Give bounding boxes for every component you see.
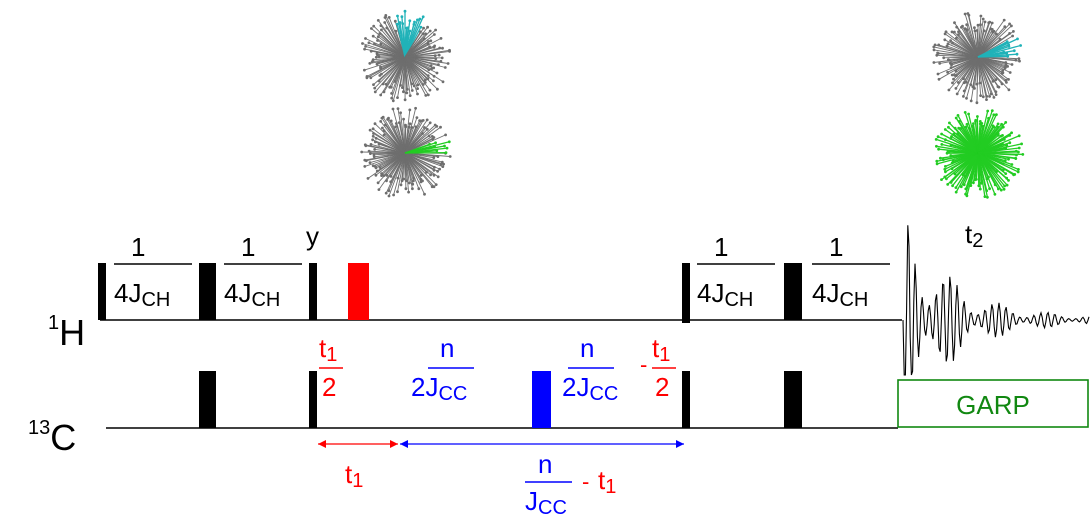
delay-label-3: 1 4JCH [697,232,775,311]
garp-label: GARP [956,390,1030,420]
c-pulse-90-2 [682,371,690,428]
h-pulse-180-1 [199,263,216,320]
vector-fan-cyan-icon [932,12,1022,105]
c-pulse-180-blue [532,371,551,428]
svg-text:1: 1 [829,232,843,262]
svg-text:4JCH: 4JCH [114,278,170,311]
t2-label: t2 [965,219,983,252]
svg-text:4JCH: 4JCH [812,278,868,311]
svg-text:1: 1 [241,232,255,262]
phase-y-label: y [306,221,319,251]
svg-text:4JCH: 4JCH [697,278,753,311]
c-pulse-180-2 [784,371,802,428]
long-delay-arrow [400,440,684,448]
h-pulse-180-2 [784,263,802,320]
delay-label-2: 1 4JCH [224,232,302,311]
svg-text:n: n [440,333,454,363]
garp-decoupling-box [897,379,1089,428]
svg-text:-: - [640,352,647,377]
svg-text:n: n [538,449,552,479]
delay-label-1: 1 4JCH [114,232,192,311]
h-pulse-90-2 [682,263,690,323]
svg-text:t1: t1 [652,333,670,366]
svg-text:2JCC: 2JCC [411,372,467,405]
svg-text:1: 1 [714,232,728,262]
n-over-2jcc-minus-t1-half-label: n 2JCC - t1 2 [562,333,676,405]
c-pulse-180-1 [199,371,216,428]
h-pulse-90-1 [98,263,106,320]
delay-label-4: 1 4JCH [812,232,890,311]
svg-text:t1: t1 [319,333,337,366]
vector-fan-green-icon [934,109,1025,199]
svg-text:n: n [580,333,594,363]
t1-arrow [318,440,398,448]
svg-text:t1: t1 [598,465,616,498]
svg-text:4JCH: 4JCH [224,278,280,311]
h-pulse-90-y [309,263,317,320]
svg-text:2: 2 [655,372,669,402]
svg-text:2JCC: 2JCC [562,372,618,405]
n-over-jcc-minus-t1-label: n JCC - t1 [525,449,616,518]
t1-half-label: t1 2 [319,333,343,402]
svg-text:JCC: JCC [525,486,567,518]
c-nucleus-label: 13C [28,417,76,458]
h-nucleus-label: 1H [48,312,85,353]
c-pulse-90-1 [309,371,317,428]
n-over-2jcc-label: n 2JCC [411,333,474,405]
svg-text:1: 1 [131,232,145,262]
h-pulse-180-red [348,263,369,320]
fid-signal [902,225,1090,376]
vector-fan-cyan-icon [361,9,451,103]
t1-arrow-label: t1 [345,459,363,492]
vector-fan-green-icon [360,106,452,198]
svg-text:2: 2 [322,372,336,402]
svg-text:-: - [582,469,589,494]
